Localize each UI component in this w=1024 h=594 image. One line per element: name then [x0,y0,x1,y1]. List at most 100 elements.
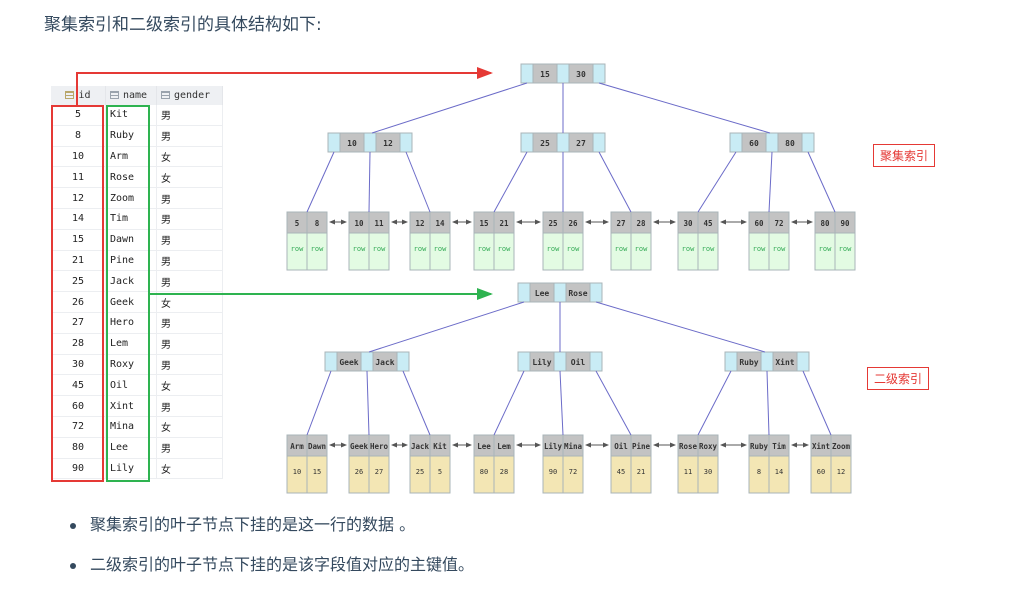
leaf-data: 90 [549,468,557,476]
cell-id[interactable]: 72 [51,416,106,438]
leaf-data: 14 [775,468,783,476]
cell-name[interactable]: Xint [105,395,157,417]
cell-id[interactable]: 10 [51,146,106,168]
pointer-cell [796,351,810,372]
node-key: Jack [375,358,394,367]
node-key: Lily [532,357,551,367]
cell-name[interactable]: Mina [105,416,157,438]
cell-name[interactable]: Oil [105,374,157,397]
cell-gender[interactable]: 男 [156,437,223,459]
cell-gender[interactable]: 男 [156,395,223,417]
cell-id[interactable]: 80 [51,437,106,459]
leaf-key: Jack [411,442,430,451]
cell-gender[interactable]: 男 [156,125,223,147]
cell-id[interactable]: 30 [51,354,106,376]
cell-id[interactable]: 8 [51,125,106,147]
cell-name[interactable]: Geek [105,291,157,313]
cell-gender[interactable]: 女 [156,458,223,480]
leaf-key: Roxy [699,442,718,451]
column-header-name[interactable]: name [105,86,157,105]
cell-id[interactable]: 90 [51,458,106,480]
cell-name[interactable]: Kit [105,105,157,126]
cell-name[interactable]: Hero [105,312,157,334]
cell-gender[interactable]: 女 [156,291,223,313]
cell-id[interactable]: 60 [51,395,106,417]
cell-name[interactable]: Lem [105,333,157,355]
leaf-data: row [434,245,447,253]
cell-id[interactable]: 25 [51,270,106,293]
cell-name[interactable]: Lee [105,437,157,459]
cell-gender[interactable]: 男 [156,333,223,355]
cell-name[interactable]: Arm [105,146,157,168]
leaf-data: row [615,245,628,253]
cell-name[interactable]: Lily [105,458,157,480]
tree-edge [598,82,771,134]
column-header-gender[interactable]: gender [156,86,223,105]
cell-name[interactable]: Rose [105,166,157,189]
leaf-data: 72 [569,468,577,476]
cell-name[interactable]: Ruby [105,125,157,147]
pointer-cell [517,282,531,303]
cell-gender[interactable]: 男 [156,105,223,126]
cell-gender[interactable]: 女 [156,146,223,168]
cell-gender[interactable]: 男 [156,250,223,272]
cell-gender[interactable]: 男 [156,312,223,334]
cell-gender[interactable]: 女 [156,166,223,189]
cell-id[interactable]: 15 [51,229,106,251]
cell-id[interactable]: 28 [51,333,106,355]
cell-gender[interactable]: 男 [156,187,223,209]
cell-gender[interactable]: 男 [156,354,223,376]
cell-gender[interactable]: 男 [156,229,223,251]
cell-gender[interactable]: 男 [156,208,223,230]
leaf-key: 27 [616,219,625,228]
column-header-id[interactable]: id [51,86,106,105]
cell-name[interactable]: Pine [105,250,157,272]
cell-name[interactable]: Dawn [105,229,157,251]
cell-id[interactable]: 12 [51,187,106,209]
cell-id[interactable]: 26 [51,291,106,313]
node-key: Ruby [739,358,758,367]
node-key: Rose [568,289,587,298]
cell-id[interactable]: 45 [51,374,106,397]
cell-id[interactable]: 14 [51,208,106,230]
cell-gender[interactable]: 女 [156,416,223,438]
cell-id[interactable]: 5 [51,105,106,126]
cell-name[interactable]: Jack [105,270,157,293]
cell-name[interactable]: Tim [105,208,157,230]
leaf-data-cell [306,455,328,494]
node-key: 30 [576,70,586,79]
pointer-cell [589,282,603,303]
cell-id[interactable]: 21 [51,250,106,272]
cell-gender[interactable]: 女 [156,374,223,397]
cell-id[interactable]: 11 [51,166,106,189]
node-key: 10 [347,139,357,148]
note-secondary: 二级索引的叶子节点下挂的是该字段值对应的主键值。 [66,554,474,594]
leaf-key: Pine [632,442,651,451]
cell-name[interactable]: Zoom [105,187,157,209]
cell-id[interactable]: 27 [51,312,106,334]
cell-name[interactable]: Roxy [105,354,157,376]
cell-gender[interactable]: 男 [156,270,223,293]
leaf-data: 12 [837,468,845,476]
